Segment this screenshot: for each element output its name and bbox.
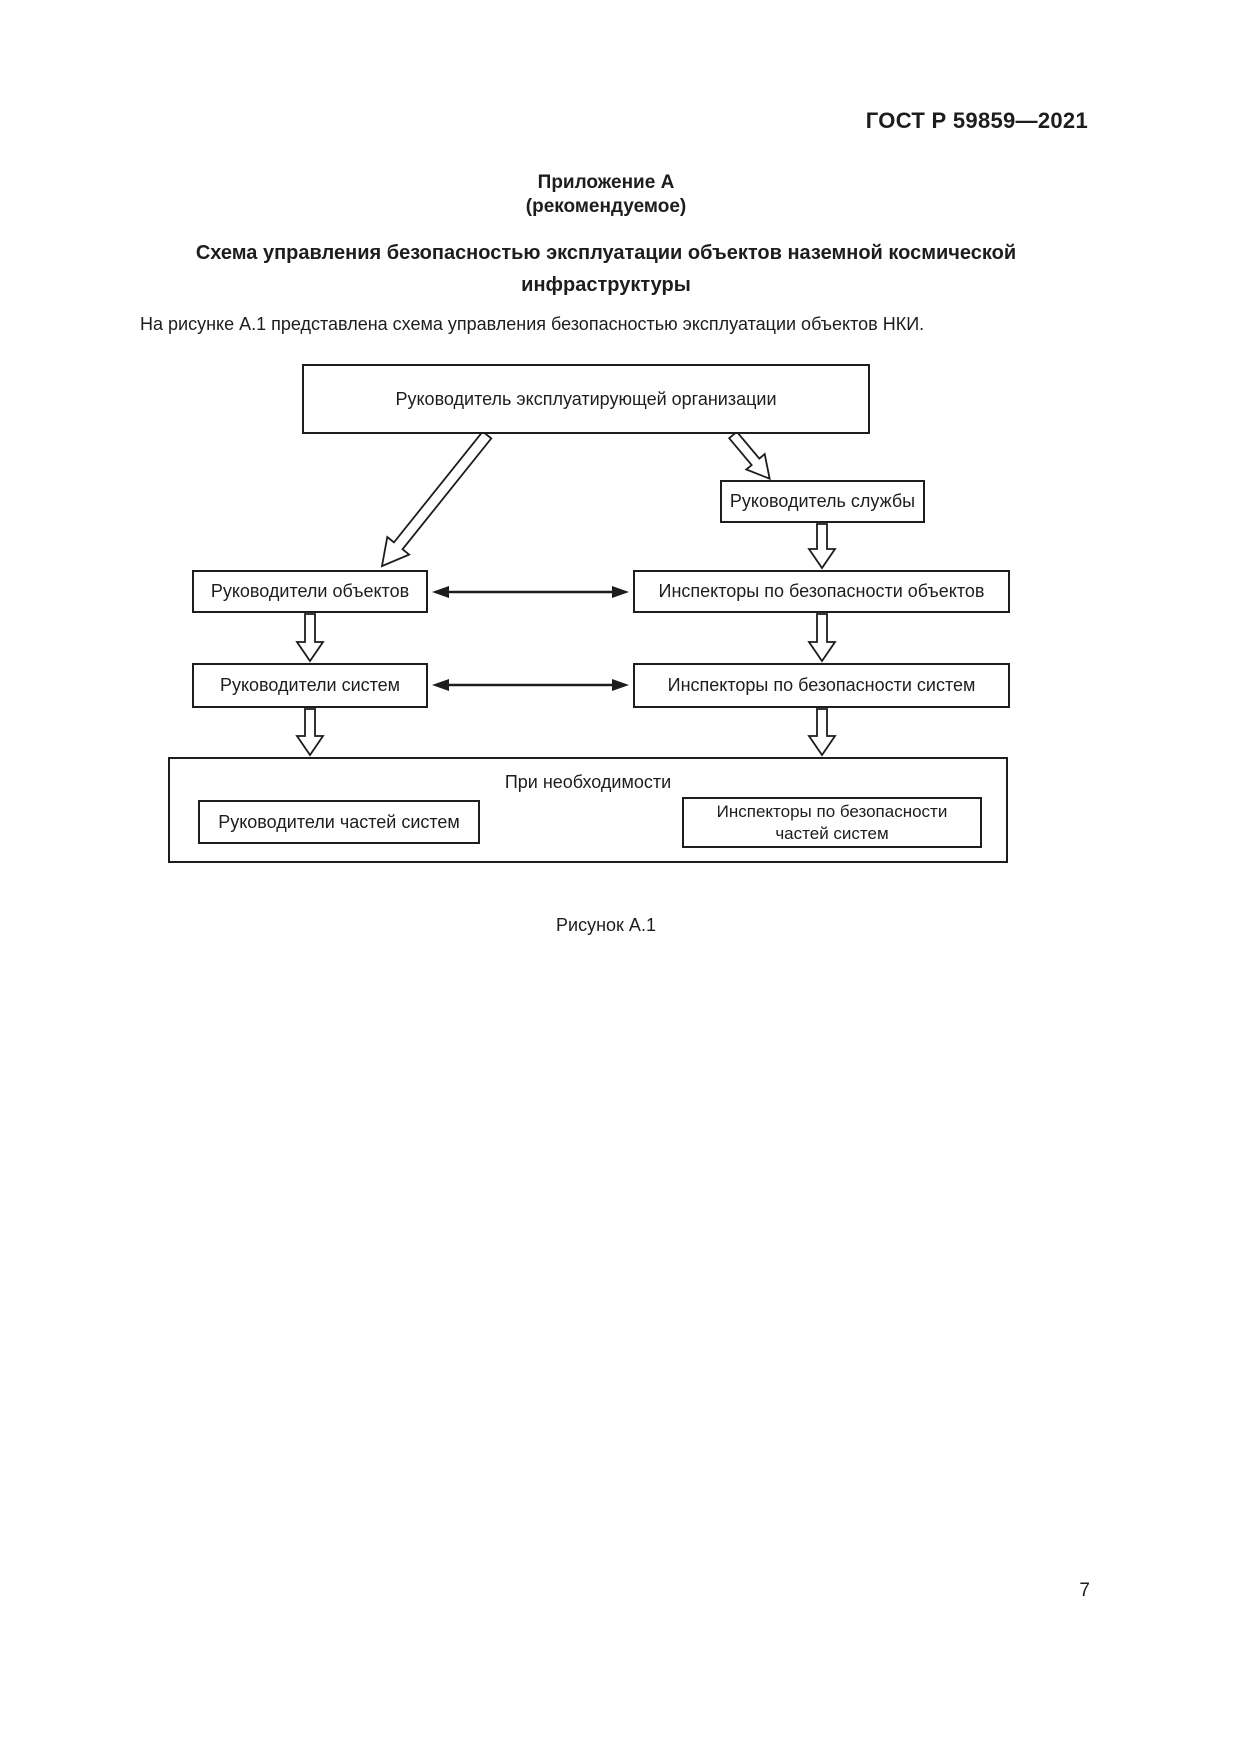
arrow-object-inspectors-to-system-inspectors — [807, 613, 837, 663]
node-system-inspectors: Инспекторы по безопасности систем — [633, 663, 1010, 708]
node-subsystem-inspectors: Инспекторы по безопасности частей систем — [682, 797, 982, 848]
annex-label: Приложение А — [537, 172, 675, 193]
arrow-system-inspectors-to-group — [807, 708, 837, 757]
document-code: ГОСТ Р 59859—2021 — [865, 108, 1088, 133]
intro-paragraph: На рисунке А.1 представлена схема управл… — [140, 314, 925, 334]
annex-heading-line1: Схема управления безопасностью эксплуата… — [195, 242, 1017, 264]
node-service-head: Руководитель службы — [720, 480, 925, 523]
arrow-object-heads-object-inspectors — [432, 586, 629, 598]
annex-heading-line2: инфраструктуры — [521, 274, 691, 296]
node-object-heads: Руководители объектов — [192, 570, 428, 613]
node-org-head: Руководитель эксплуатирующей организации — [302, 364, 870, 434]
node-subsystem-heads: Руководители частей систем — [198, 800, 480, 844]
arrow-org-to-object-heads — [380, 430, 493, 568]
annex-note: (рекомендуемое) — [525, 196, 687, 217]
arrow-org-to-service-head — [727, 430, 771, 481]
node-system-heads: Руководители систем — [192, 663, 428, 708]
arrow-object-heads-to-system-heads — [295, 613, 325, 663]
figure-caption: Рисунок А.1 — [556, 915, 656, 935]
arrow-system-heads-system-inspectors — [432, 679, 629, 691]
annex-heading: Схема управления безопасностью эксплуата… — [122, 237, 1090, 301]
arrow-system-heads-to-group — [295, 708, 325, 757]
optional-group-label: При необходимости — [504, 772, 672, 792]
node-object-inspectors: Инспекторы по безопасности объектов — [633, 570, 1010, 613]
arrow-service-to-object-inspectors — [807, 523, 837, 570]
page-number: 7 — [1079, 1580, 1090, 1601]
